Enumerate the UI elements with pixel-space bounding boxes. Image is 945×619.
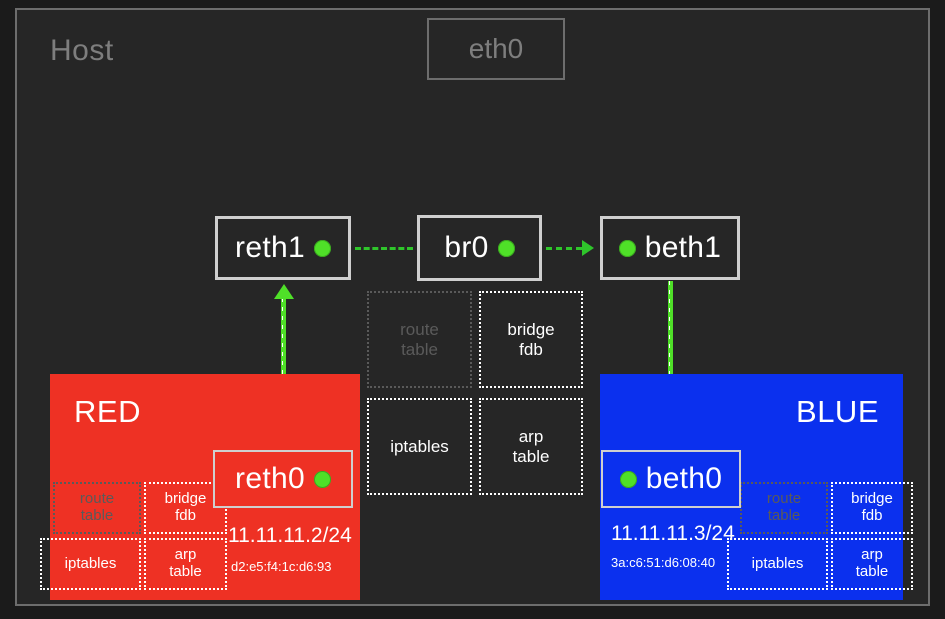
blue-arp-table-line2: table	[855, 563, 889, 580]
beth1-label: beth1	[644, 231, 722, 264]
blue-route-table-line2: table	[767, 507, 801, 524]
host-arp-table-line2: table	[512, 446, 550, 466]
green-led-icon	[313, 470, 331, 488]
reth1-label: reth1	[235, 231, 305, 264]
blue-ip-address: 11.11.11.3/24	[611, 522, 735, 545]
red-bridge-fdb-line2: fdb	[175, 507, 196, 524]
blue-arp-table-line1: arp	[861, 546, 883, 564]
blue-iptables-label: iptables	[751, 554, 804, 572]
red-mac-address: d2:e5:f4:1c:d6:93	[231, 559, 332, 574]
namespace-blue-title: BLUE	[796, 394, 879, 429]
blue-bridge-fdb-line1: bridge	[851, 490, 893, 508]
blue-arp-table-box: arp table	[831, 538, 913, 590]
red-arp-table-line1: arp	[174, 546, 197, 564]
blue-route-table-line1: route	[766, 490, 802, 508]
beth0-interface-box: beth0	[601, 450, 741, 508]
green-led-icon	[497, 239, 515, 257]
red-bridge-fdb-line1: bridge	[164, 490, 207, 508]
host-bridge-fdb-box: bridge fdb	[479, 291, 583, 388]
red-arp-table-box: arp table	[144, 538, 227, 590]
host-arp-table-box: arp table	[479, 398, 583, 495]
host-iptables-box: iptables	[367, 398, 472, 495]
host-route-table-line2: table	[401, 339, 438, 359]
host-label: Host	[50, 34, 114, 67]
blue-bridge-fdb-line2: fdb	[861, 507, 883, 524]
red-route-table-box: route table	[53, 482, 141, 534]
host-route-table-box: route table	[367, 291, 472, 388]
link-br0-beth1-arrowhead	[582, 240, 594, 256]
green-led-icon	[618, 239, 636, 257]
red-bridge-fdb-box: bridge fdb	[144, 482, 227, 534]
host-bridge-fdb-line1: bridge	[507, 320, 555, 340]
host-iptables-label: iptables	[390, 436, 449, 456]
link-br0-beth1	[546, 247, 582, 250]
blue-bridge-fdb-box: bridge fdb	[831, 482, 913, 534]
link-reth0-reth1-arrowhead	[274, 284, 294, 299]
br0-bridge-box: br0	[417, 215, 542, 281]
beth1-interface-box: beth1	[600, 216, 740, 280]
blue-route-table-box: route table	[740, 482, 828, 534]
beth0-label: beth0	[645, 462, 723, 495]
green-led-icon	[313, 239, 331, 257]
reth1-interface-box: reth1	[215, 216, 351, 280]
link-beth1-beth0	[668, 281, 673, 436]
reth0-label: reth0	[235, 462, 305, 495]
red-iptables-box: iptables	[40, 538, 141, 590]
red-route-table-line1: route	[79, 490, 115, 508]
host-route-table-line1: route	[400, 320, 439, 340]
red-route-table-line2: table	[80, 507, 114, 524]
blue-mac-address: 3a:c6:51:d6:08:40	[611, 555, 716, 570]
host-arp-table-line1: arp	[518, 427, 544, 447]
red-arp-table-line2: table	[169, 563, 202, 580]
green-led-icon	[619, 470, 637, 488]
reth0-interface-box: reth0	[213, 450, 353, 508]
br0-label: br0	[444, 231, 489, 264]
link-reth1-br0	[355, 247, 413, 250]
host-bridge-fdb-line2: fdb	[519, 339, 543, 359]
red-ip-address: 11.11.11.2/24	[228, 524, 352, 547]
red-iptables-label: iptables	[64, 554, 117, 572]
namespace-red-title: RED	[74, 394, 141, 429]
blue-iptables-box: iptables	[727, 538, 828, 590]
eth0-interface-box: eth0	[427, 18, 565, 80]
